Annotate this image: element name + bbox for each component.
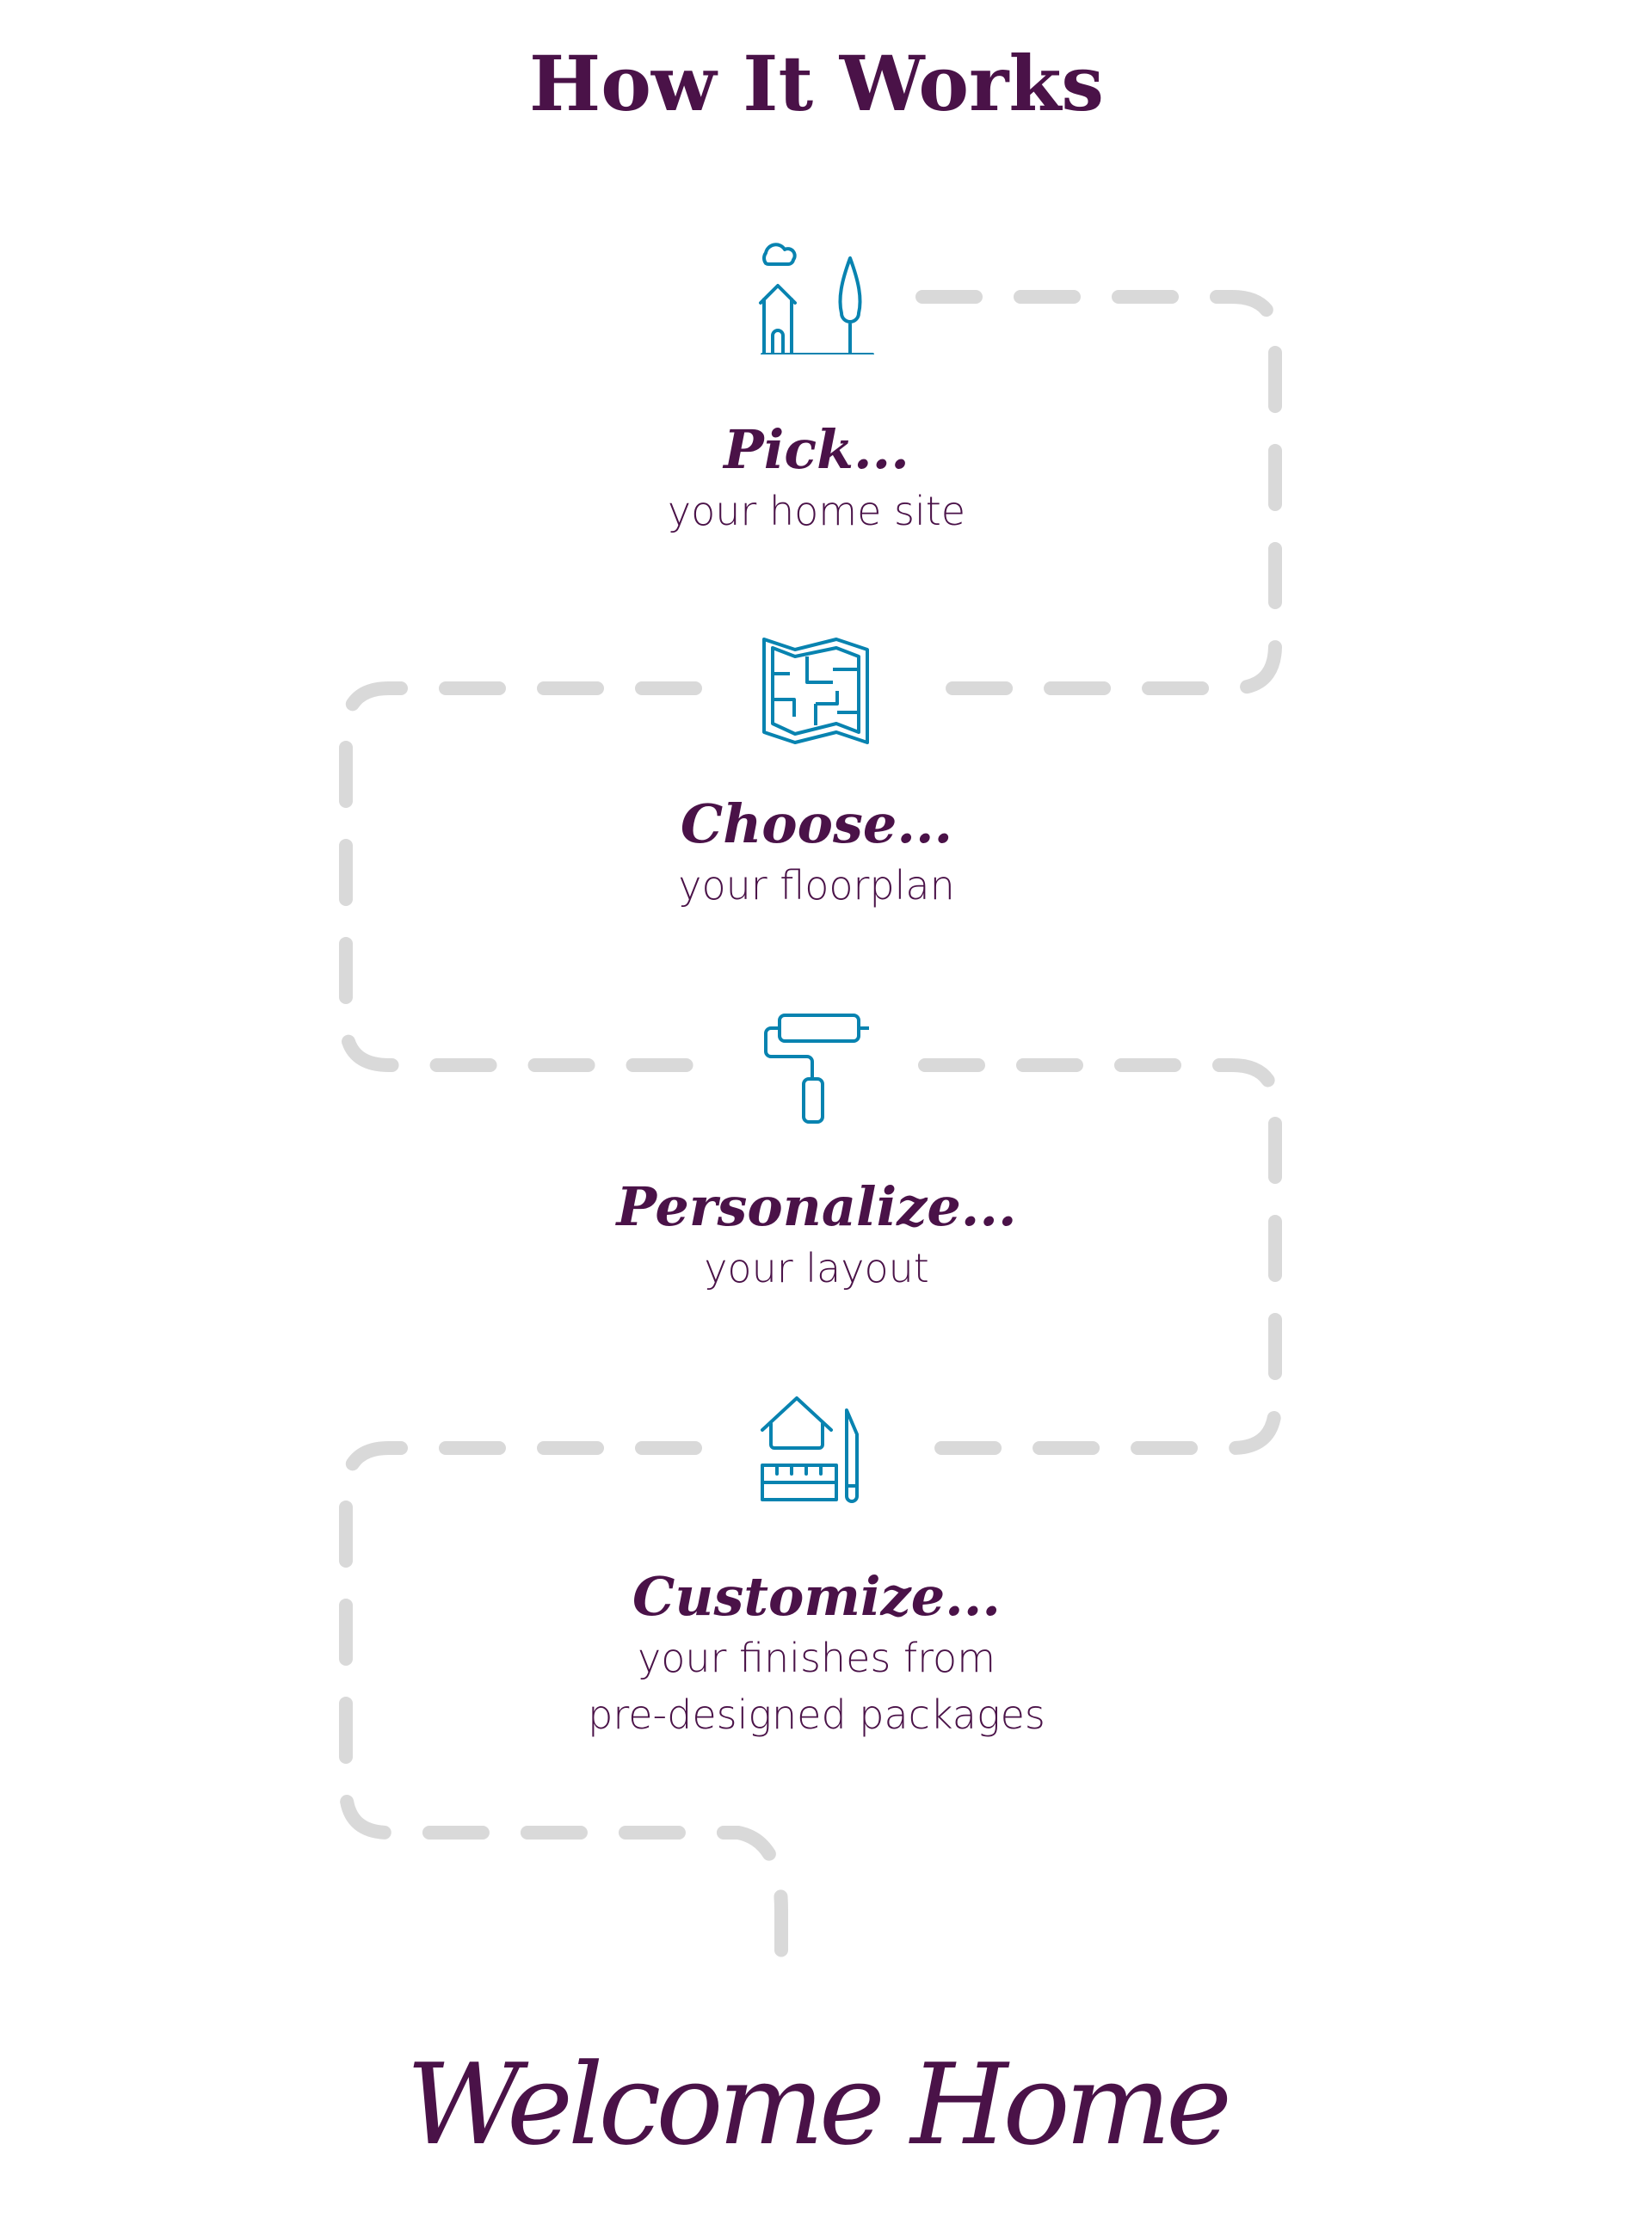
step-heading: Choose... — [680, 792, 953, 855]
step-customize: Customize... your finishes from pre-desi… — [0, 1564, 1633, 1743]
step-text: your home site — [667, 488, 966, 534]
step-pick: Pick... your home site — [0, 417, 1633, 539]
step-heading: Pick... — [724, 418, 909, 481]
house-ruler-pencil-icon — [761, 1396, 859, 1503]
step-text: your floorplan — [678, 862, 955, 909]
floorplan-map-icon — [762, 638, 869, 744]
house-tree-icon — [759, 243, 874, 354]
step-text-line2: pre-designed packages — [588, 1692, 1045, 1738]
step-heading: Customize... — [632, 1565, 1001, 1628]
paint-roller-icon — [764, 1014, 869, 1124]
step-choose: Choose... your floorplan — [0, 792, 1633, 914]
step-personalize: Personalize... your layout — [0, 1174, 1633, 1297]
step-text: your finishes from — [637, 1635, 996, 1681]
step-text: your layout — [704, 1245, 929, 1291]
welcome-home-script: Welcome Home — [406, 2039, 1232, 2170]
page-title: How It Works — [529, 39, 1104, 128]
step-heading: Personalize... — [616, 1175, 1017, 1238]
